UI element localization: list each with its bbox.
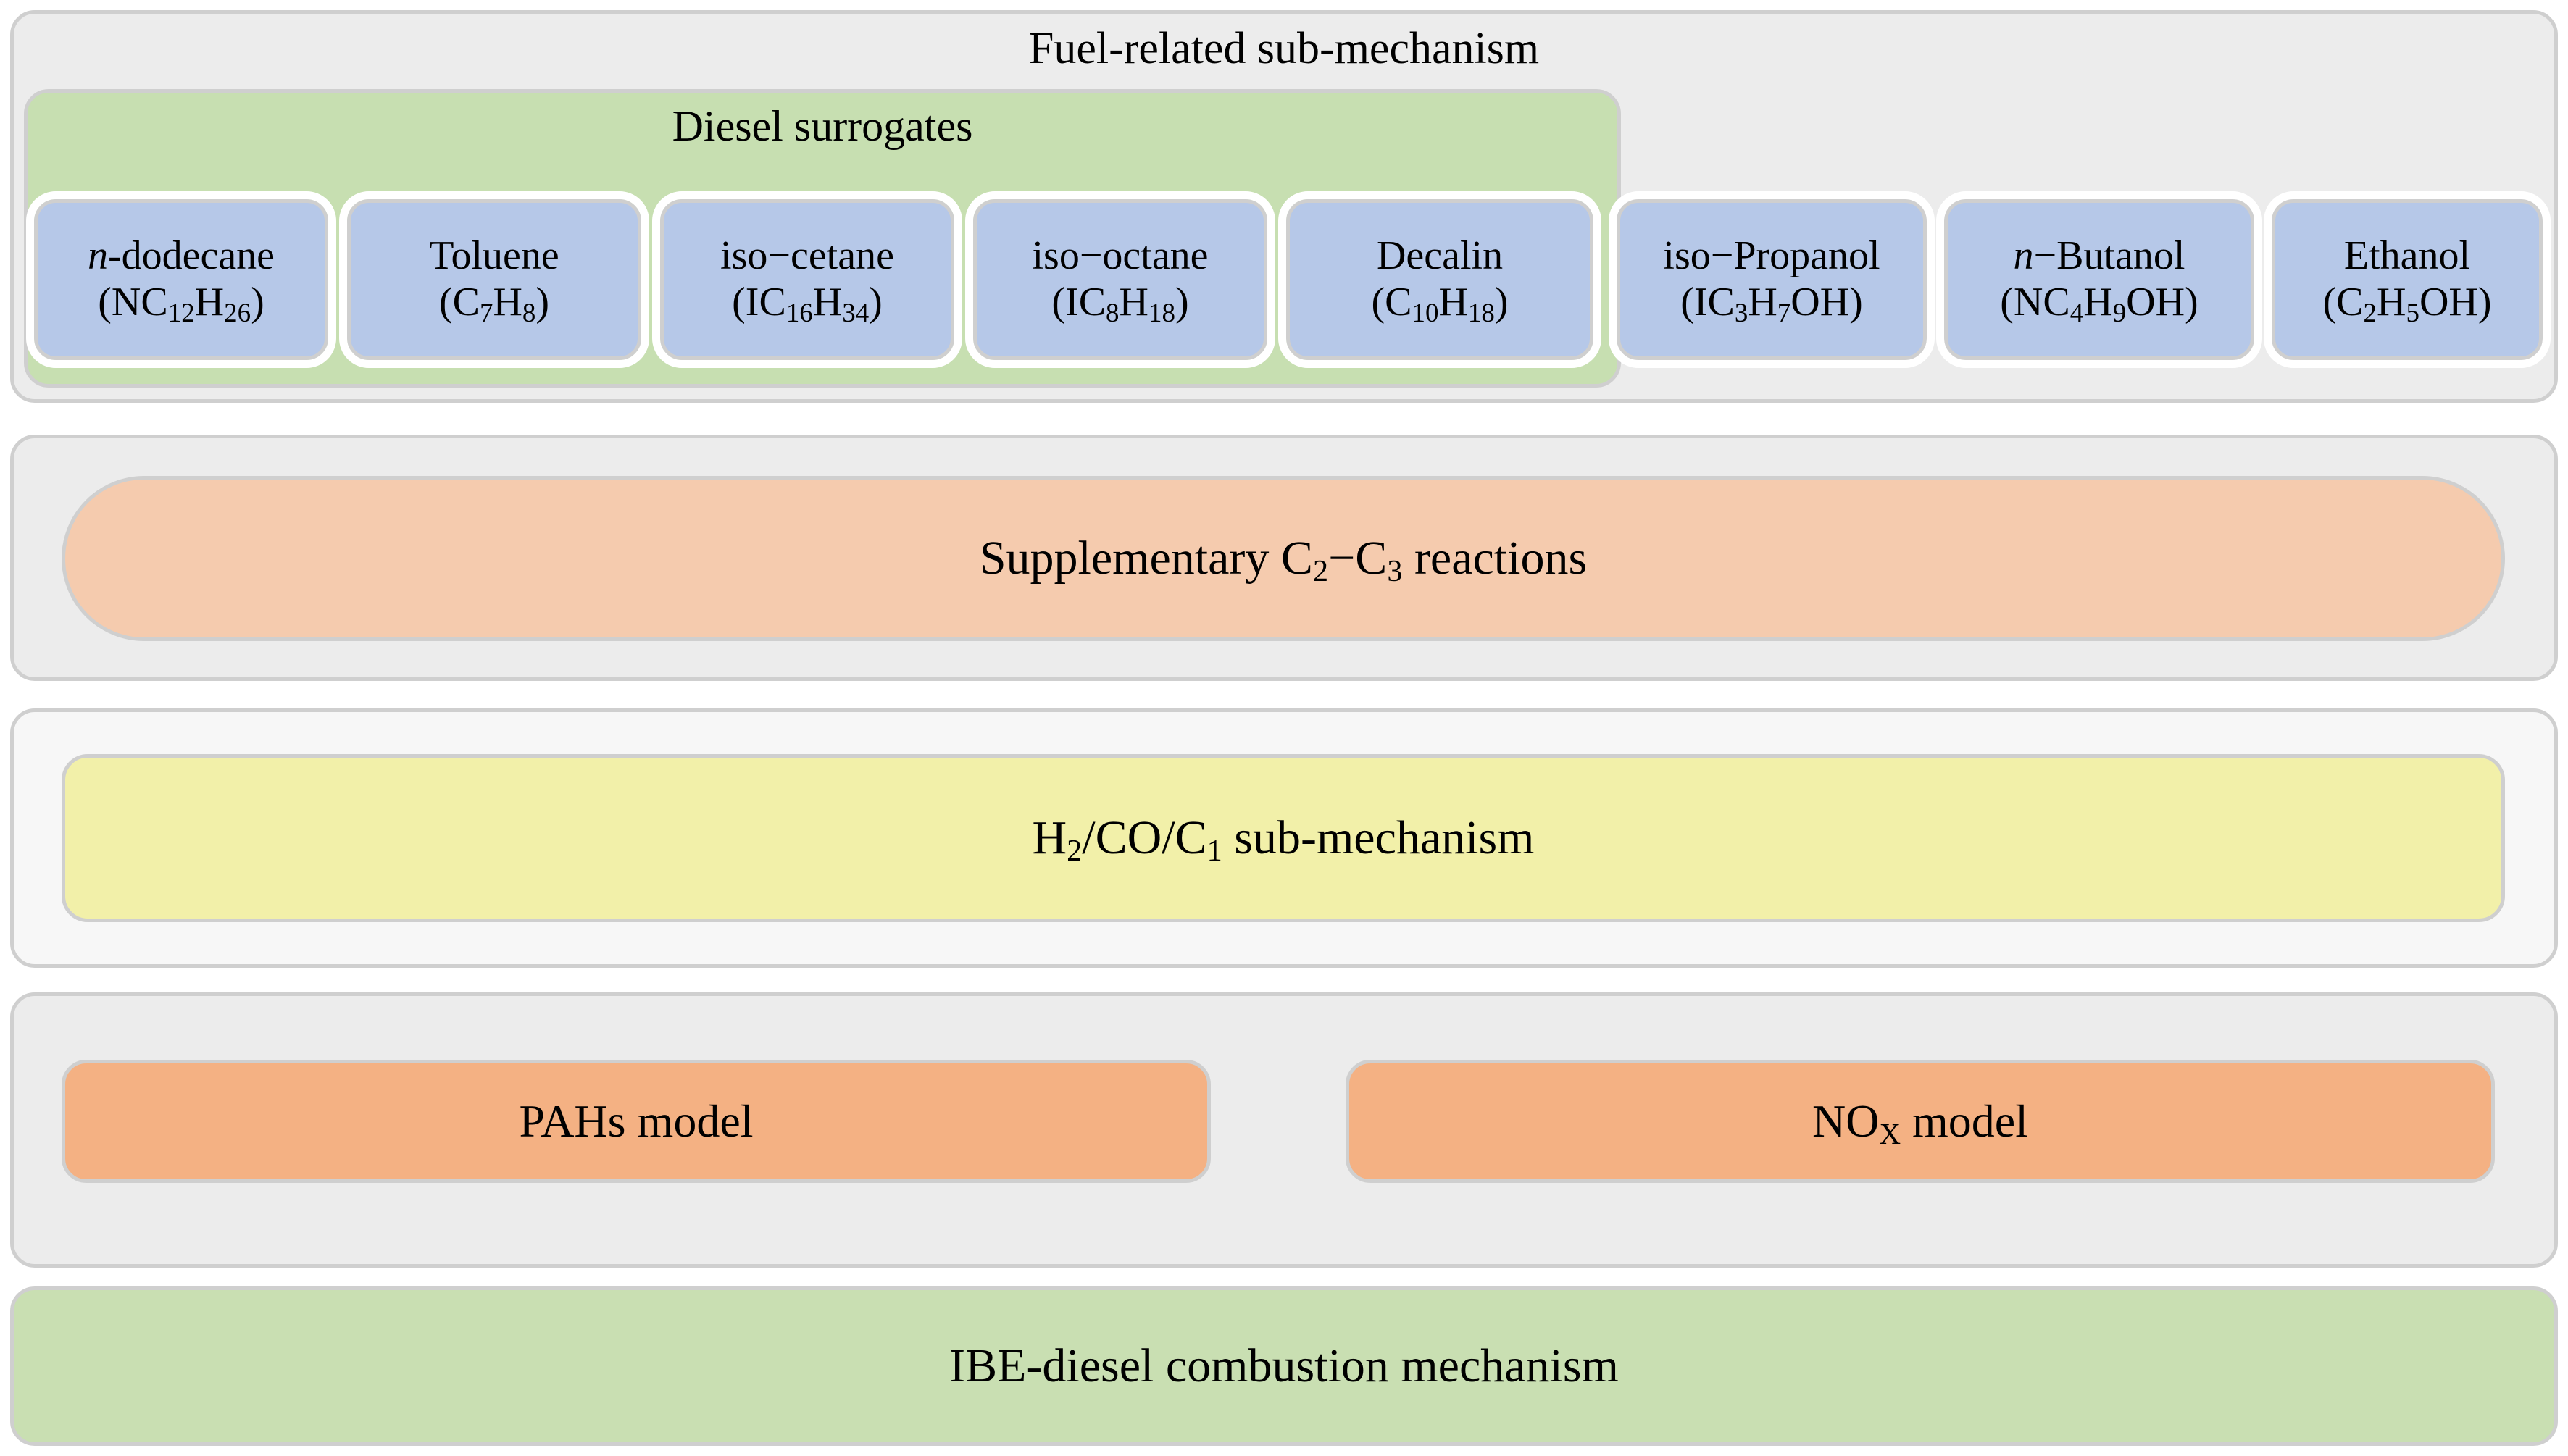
diesel-surrogates-title: Diesel surrogates	[672, 102, 973, 150]
nox-model-box[interactable]: NOX model	[1346, 1060, 2495, 1183]
fuel-chip-n-dodecane[interactable]: n-dodecane (NC12H26)	[26, 191, 336, 368]
fuel-chip-name: Ethanol	[2343, 233, 2471, 279]
nox-model-label: NOX model	[1812, 1095, 2028, 1150]
pahs-model-box[interactable]: PAHs model	[62, 1060, 1211, 1183]
fuel-chip-name: Toluene	[429, 233, 559, 279]
fuel-chip-formula: (IC16H34)	[732, 280, 883, 328]
fuel-chip-formula: (IC3H7OH)	[1680, 280, 1863, 328]
fuel-chip-toluene[interactable]: Toluene (C7H8)	[339, 191, 649, 368]
fuel-chip-iso-propanol[interactable]: iso−Propanol (IC3H7OH)	[1609, 191, 1935, 368]
fuel-chip-iso-octane[interactable]: iso−octane (IC8H18)	[965, 191, 1275, 368]
h2-co-c1-box[interactable]: H2/CO/C1 sub-mechanism	[62, 754, 2505, 922]
fuel-chip-formula: (C7H8)	[438, 280, 550, 328]
fuel-chip-formula: (C2H5OH)	[2322, 280, 2492, 328]
fuel-chip-formula: (C10H18)	[1371, 280, 1509, 328]
supplementary-reactions-box[interactable]: Supplementary C2−C3 reactions	[62, 476, 2505, 641]
ibe-diesel-label: IBE-diesel combustion mechanism	[949, 1339, 1619, 1392]
fuel-chip-formula: (NC12H26)	[98, 280, 264, 328]
fuel-chip-iso-cetane[interactable]: iso−cetane (IC16H34)	[652, 191, 962, 368]
fuel-chip-formula: (NC4H9OH)	[2000, 280, 2198, 328]
supplementary-reactions-label: Supplementary C2−C3 reactions	[979, 532, 1588, 589]
fuel-chip-name: iso−cetane	[720, 233, 894, 279]
fuel-related-title: Fuel-related sub-mechanism	[1028, 24, 1540, 73]
ibe-diesel-combustion-mechanism-box[interactable]: IBE-diesel combustion mechanism	[10, 1286, 2558, 1446]
h2-co-c1-container: H2/CO/C1 sub-mechanism	[10, 708, 2558, 968]
fuel-chip-name: n−Butanol	[2013, 233, 2185, 279]
supplementary-reactions-container: Supplementary C2−C3 reactions	[10, 435, 2558, 681]
fuel-chip-name: Decalin	[1376, 233, 1504, 279]
pahs-model-label: PAHs model	[519, 1095, 754, 1147]
fuel-chip-name: n-dodecane	[87, 233, 275, 279]
fuel-chip-name: iso−Propanol	[1663, 233, 1880, 279]
emission-models-container: PAHs model NOX model	[10, 992, 2558, 1268]
fuel-related-sub-mechanism-container: Fuel-related sub-mechanism Diesel surrog…	[10, 10, 2558, 403]
h2-co-c1-label: H2/CO/C1 sub-mechanism	[1032, 811, 1535, 869]
fuel-chip-n-butanol[interactable]: n−Butanol (NC4H9OH)	[1936, 191, 2262, 368]
fuel-chip-decalin[interactable]: Decalin (C10H18)	[1278, 191, 1601, 368]
fuel-chip-name: iso−octane	[1032, 233, 1209, 279]
fuel-chip-ethanol[interactable]: Ethanol (C2H5OH)	[2264, 191, 2551, 368]
fuel-chip-formula: (IC8H18)	[1051, 280, 1189, 328]
